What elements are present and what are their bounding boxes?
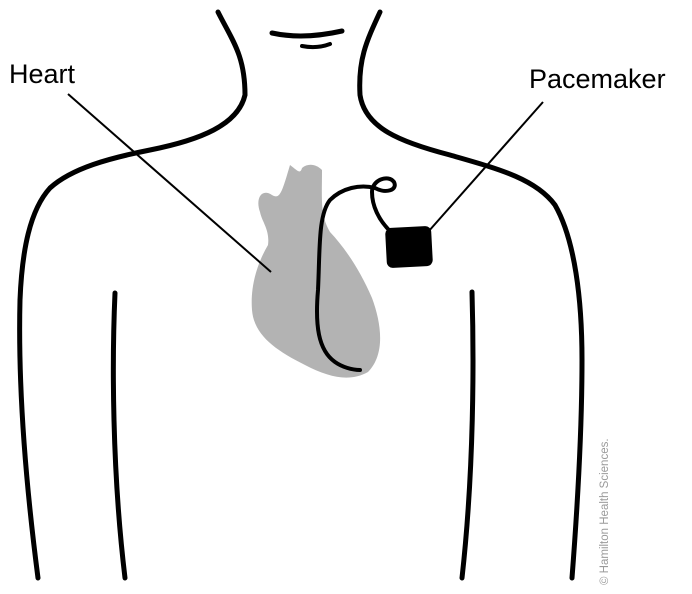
body-outline-left xyxy=(20,12,245,578)
heart-label: Heart xyxy=(9,61,75,88)
chin-mark xyxy=(302,44,330,47)
torso-line-right xyxy=(462,292,473,578)
pacemaker-leader-line xyxy=(428,102,543,232)
pacemaker-device xyxy=(385,226,433,268)
heart-leader-line xyxy=(68,94,271,272)
copyright-notice: © Hamilton Health Sciences. xyxy=(599,438,611,585)
torso-line-left xyxy=(113,293,125,578)
pacemaker-label: Pacemaker xyxy=(529,66,666,93)
chin xyxy=(272,31,342,36)
